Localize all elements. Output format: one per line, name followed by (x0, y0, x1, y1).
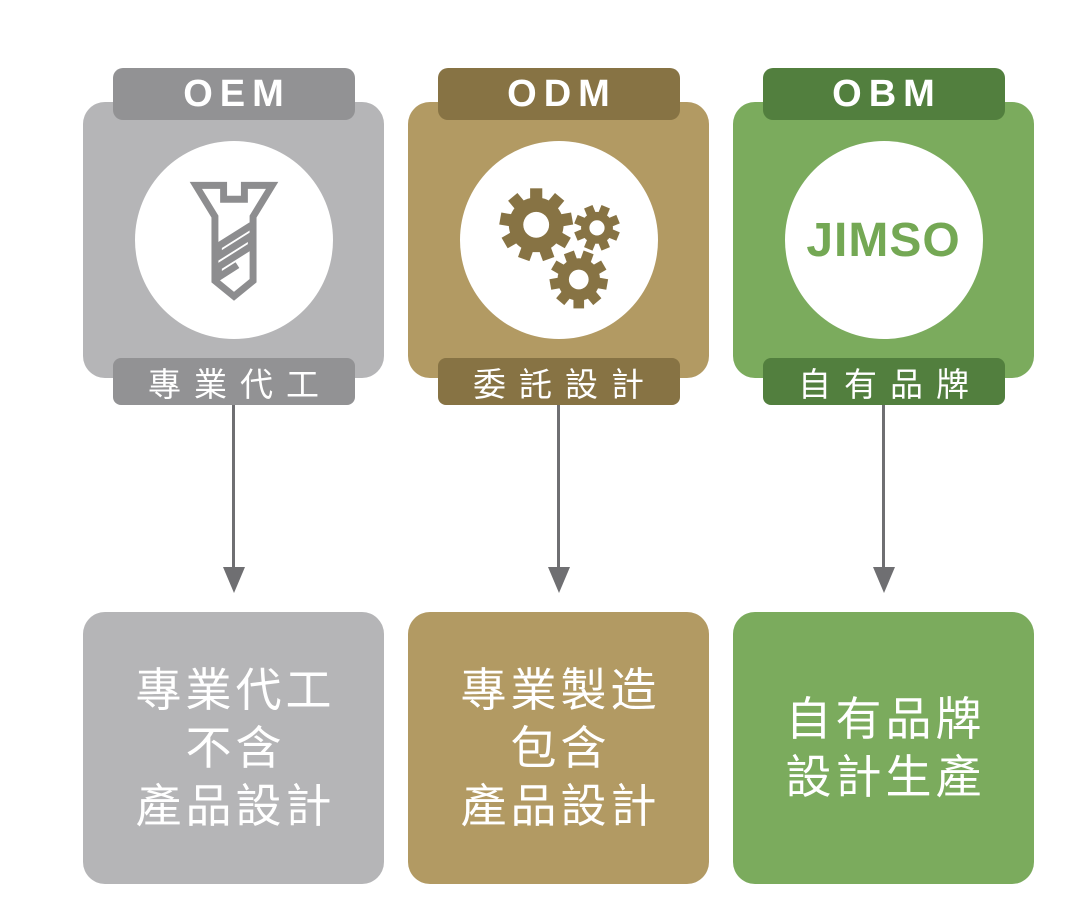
column-oem: OEM 專業代工 專業代工 不含 產品設計 (83, 68, 384, 884)
arrow-line (232, 405, 235, 569)
gears-icon (498, 188, 620, 309)
description-line: 產品設計 (135, 780, 336, 832)
column-odm: ODM (408, 68, 709, 884)
arrow-line (882, 405, 885, 569)
arrow-head-icon (222, 567, 245, 593)
description-line: 專業製造 (460, 664, 661, 716)
arrow-head-icon (872, 567, 895, 593)
oem-tab: OEM (112, 68, 355, 120)
oem-card (83, 102, 384, 378)
column-obm: OBM JIMSO 自有品牌 自有品牌 設計生產 (733, 68, 1034, 884)
description-line: 不含 (185, 722, 286, 774)
obm-card: JIMSO (733, 102, 1034, 378)
obm-down-arrow (872, 405, 895, 593)
oem-description-box: 專業代工 不含 產品設計 (83, 612, 384, 884)
screw-icon (189, 181, 278, 301)
odm-card (408, 102, 709, 378)
description-line: 產品設計 (460, 780, 661, 832)
arrow-line (557, 405, 560, 569)
jimso-brand-logo: JIMSO (806, 213, 961, 267)
obm-label-bar: 自有品牌 (762, 358, 1005, 405)
description-line: 設計生產 (785, 751, 986, 803)
odm-label-bar: 委託設計 (437, 358, 680, 405)
oem-icon-circle (134, 141, 333, 339)
odm-icon-circle (459, 141, 658, 339)
description-line: 專業代工 (135, 664, 336, 716)
odm-tab: ODM (437, 68, 680, 120)
odm-description-box: 專業製造 包含 產品設計 (408, 612, 709, 884)
arrow-head-icon (547, 567, 570, 593)
obm-icon-circle: JIMSO (784, 141, 983, 339)
obm-description-box: 自有品牌 設計生產 (733, 612, 1034, 884)
description-line: 自有品牌 (785, 693, 986, 745)
oem-down-arrow (222, 405, 245, 593)
obm-tab: OBM (762, 68, 1005, 120)
description-line: 包含 (510, 722, 611, 774)
oem-label-bar: 專業代工 (112, 358, 355, 405)
columns-row: OEM 專業代工 專業代工 不含 產品設計 (83, 68, 1034, 884)
odm-down-arrow (547, 405, 570, 593)
